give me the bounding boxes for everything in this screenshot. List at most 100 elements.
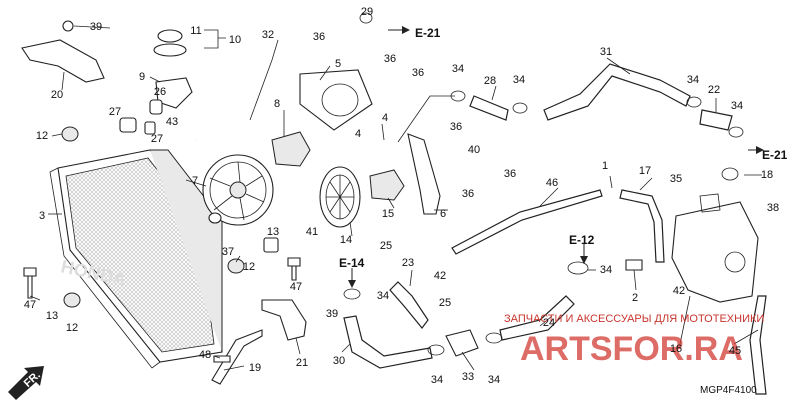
reference-e-21: E-21 [415,26,441,40]
callout-37: 37 [222,246,234,258]
callout-40: 40 [468,144,480,156]
callout-29: 29 [361,6,373,18]
callout-39: 39 [90,21,102,33]
callout-7: 7 [192,175,198,187]
leader-lines [29,25,762,371]
callout-13: 13 [46,310,58,322]
callout-42: 42 [434,270,446,282]
callout-21: 21 [296,357,308,369]
callout-38: 38 [767,202,779,214]
fan-bracket-5 [299,69,373,131]
callout-23: 23 [402,257,414,269]
pipe-22 [699,109,733,131]
radiator-cap-11 [157,29,183,43]
callout-36: 36 [412,67,424,79]
fan-7 [202,154,274,226]
radiator [49,149,223,369]
callout-32: 32 [262,29,274,41]
hose-45 [749,295,767,395]
callout-34: 34 [452,63,464,75]
watermark-text: ЗАПЧАСТИ И АКСЕССУАРЫ ДЛЯ МОТОТЕХНИКИ [504,313,764,325]
fan-motor-8 [271,131,311,167]
reference-labels: E-21E-21E-12E-14 [339,26,788,270]
callout-2: 2 [632,292,638,304]
callout-36: 36 [313,31,325,43]
callout-8: 8 [274,98,280,110]
watermark-brand: ARTSFOR.RA [520,330,743,368]
callout-36: 36 [462,188,474,200]
callout-34: 34 [731,100,743,112]
callout-34: 34 [377,290,389,302]
collar-37 [208,212,222,224]
reserve-tank-16 [671,193,759,303]
reference-e-14: E-14 [339,256,365,270]
callout-9: 9 [139,71,145,83]
stay-19 [211,329,263,385]
callout-20: 20 [51,89,63,101]
callout-33: 33 [462,371,474,383]
hose-23 [389,281,429,329]
clip-26 [149,99,163,115]
callout-26: 26 [154,86,166,98]
callout-34: 34 [687,74,699,86]
callout-41: 41 [306,226,318,238]
collar-13 [263,237,279,253]
fan-motor-15 [369,169,405,201]
callout-11: 11 [190,25,201,37]
reference-e-12: E-12 [569,233,595,247]
grommet-12a [61,126,79,142]
ref-arrows [348,26,764,288]
grommet-27a [119,117,137,133]
callout-34: 34 [431,374,443,386]
callout-18: 18 [761,169,773,181]
callout-24: 24 [543,317,555,329]
callout-39: 39 [326,308,338,320]
callout-34: 34 [513,74,525,86]
callout-27: 27 [151,133,163,145]
callout-5: 5 [335,58,341,70]
callout-6: 6 [440,208,446,220]
reference-e-21: E-21 [762,148,788,162]
callout-25: 25 [439,297,451,309]
callout-13: 13 [267,226,279,238]
callout-25: 25 [380,240,392,252]
callout-27: 27 [109,106,121,118]
hose-17 [619,189,665,263]
hose-30 [343,315,433,369]
bracket-6 [407,133,441,215]
joint-33 [445,329,479,357]
callout-1: 1 [602,160,608,172]
bolt-47b [287,257,301,281]
callout-48: 48 [199,349,211,361]
callout-12: 12 [66,322,78,334]
bolt-47a [23,267,37,299]
callout-28: 28 [484,75,496,87]
fan-shroud-14 [319,166,361,228]
callout-34: 34 [600,264,612,276]
callout-43: 43 [166,116,178,128]
callout-22: 22 [708,84,720,96]
callout-34: 34 [488,374,500,386]
callout-16: 16 [670,343,682,355]
hose-28 [469,95,509,121]
callout-4: 4 [382,112,388,124]
callout-17: 17 [639,165,651,177]
bracket-20 [21,39,105,83]
callout-19: 19 [249,362,261,374]
bracket-21 [261,299,307,341]
callout-3: 3 [39,210,45,222]
callout-36: 36 [450,121,462,133]
grommet-12b [227,258,245,274]
callout-46: 46 [546,177,558,189]
callout-45: 45 [729,345,741,357]
grommet-27b [144,121,156,135]
callout-47: 47 [290,281,302,293]
filler-neck-9 [155,77,193,109]
callout-4: 4 [355,128,361,140]
callout-10: 10 [229,34,241,46]
callout-31: 31 [600,46,612,58]
clip-2 [625,259,643,271]
bolt-39 [62,20,74,32]
